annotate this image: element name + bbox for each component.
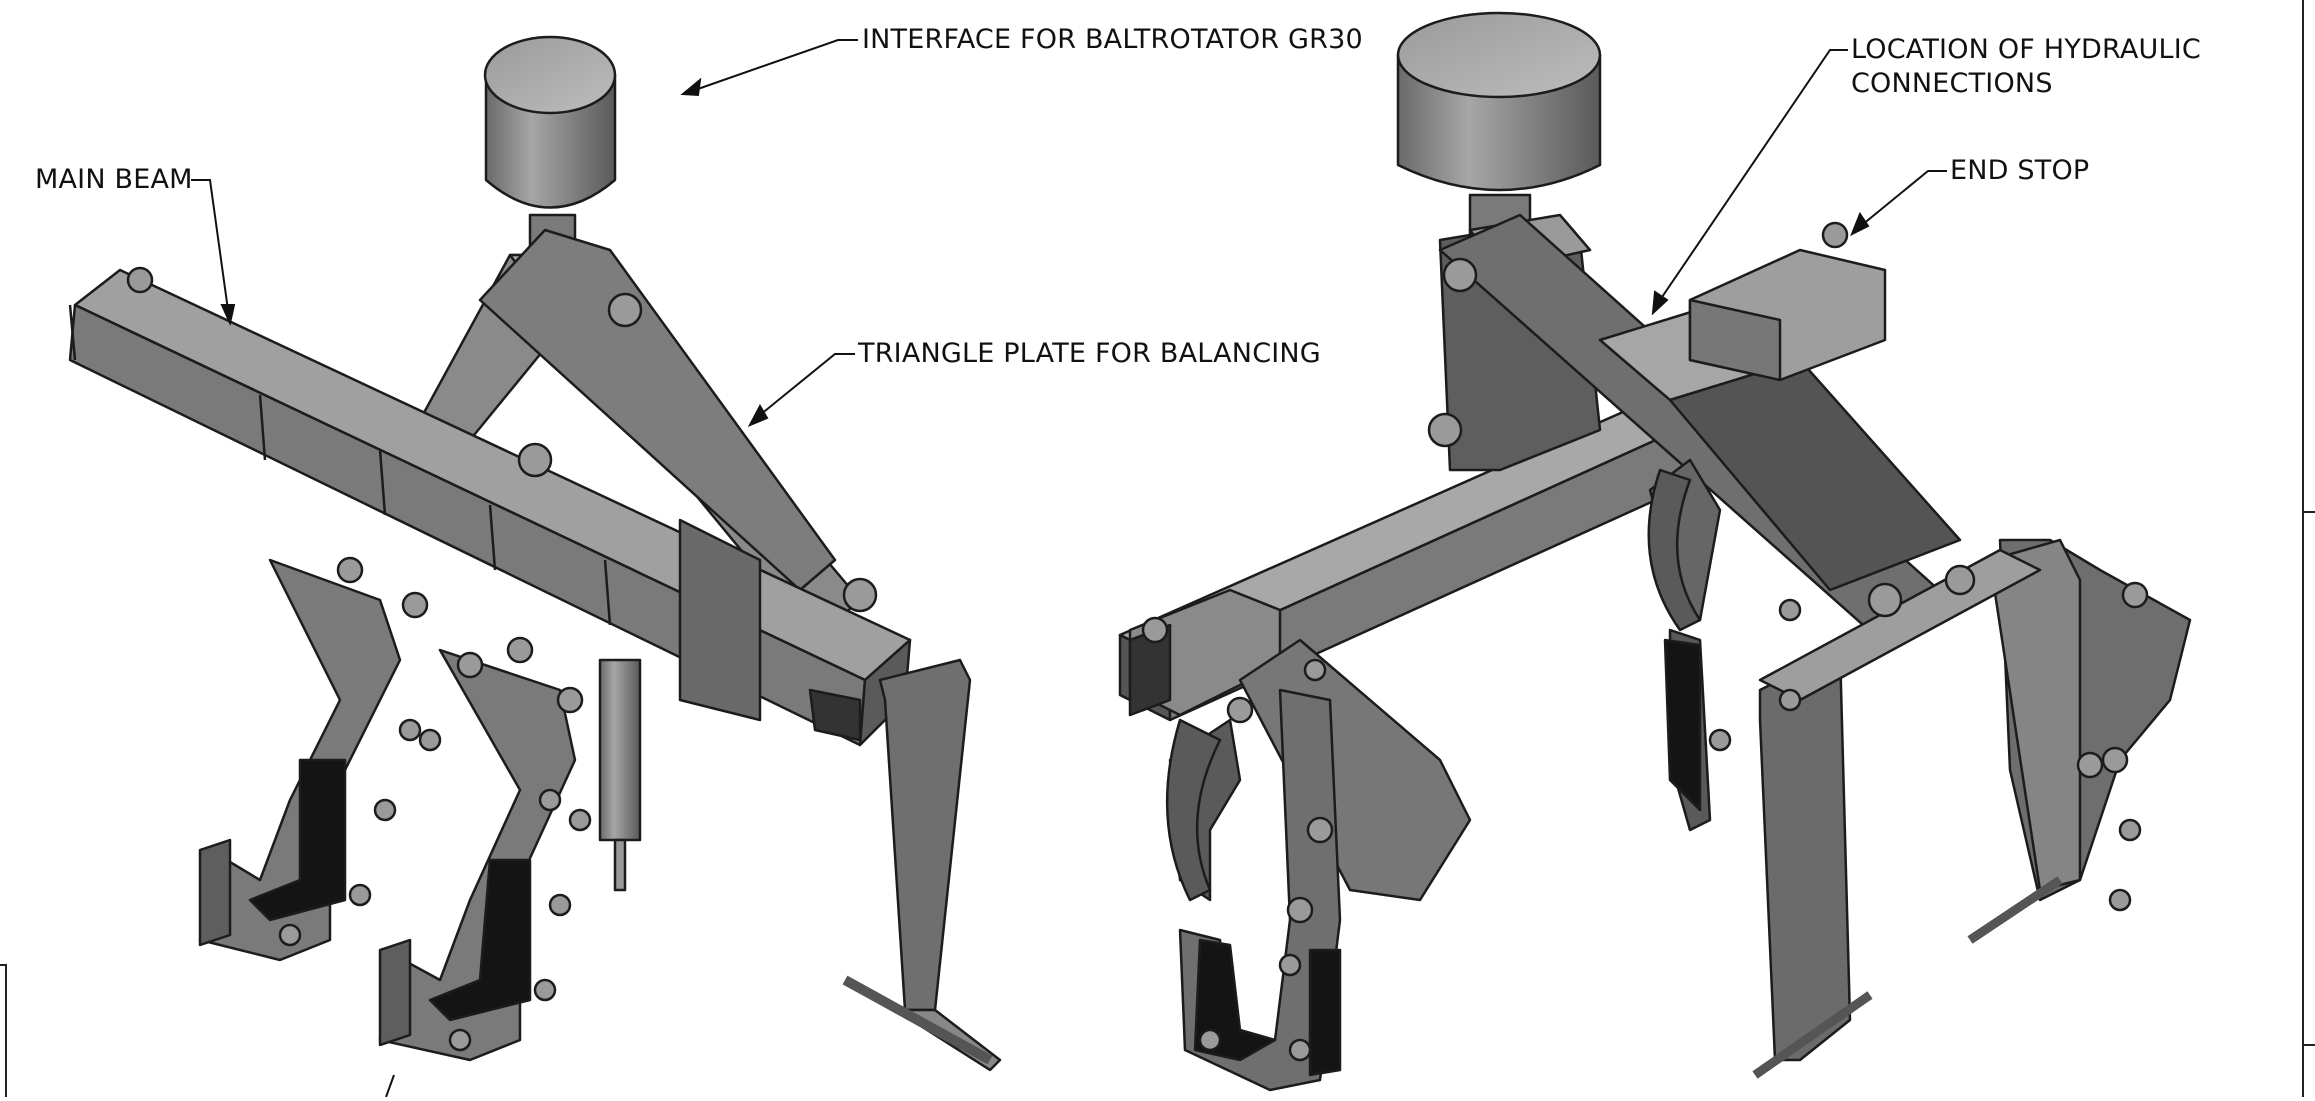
left-clamp-arm-1 [198,558,402,962]
right-view [1118,11,2192,1092]
right-c-hooks [1165,468,1702,902]
callout-hydraulic-line2: CONNECTIONS [1851,68,2053,99]
leader-lines [191,39,1947,1098]
left-view [68,35,1002,1072]
left-triangle-plate [418,228,862,642]
right-main-beam [1118,398,1702,722]
callout-triangle-plate: TRIANGLE PLATE FOR BALANCING [858,338,1321,369]
leader-interface [680,39,858,97]
leader-main-beam [191,179,236,327]
right-clamp-arm-1 [1168,638,1472,1092]
left-clamp-arm-2 [378,648,577,1062]
callout-interface: INTERFACE FOR BALTROTATOR GR30 [862,24,1363,55]
leader-triangle-plate [747,353,855,427]
right-threaded-rods [1752,876,2063,1079]
callout-end-stop: END STOP [1950,155,2090,186]
left-bolts [126,266,878,1052]
right-end-stop-block [1688,248,1887,382]
left-hydraulic-cylinder [598,518,762,892]
left-rotator-interface [483,35,617,267]
leader-bottom-partial [385,1074,395,1098]
right-rotator-interface [1396,11,1602,267]
left-end-leg [842,658,1002,1072]
callout-main-beam: MAIN BEAM [35,164,193,195]
leader-hydraulic [1651,49,1848,316]
right-clamp-arm-2 [1648,458,2192,1062]
leader-end-stop [1850,170,1947,237]
right-bolts [1141,221,2149,1062]
callout-hydraulic-line1: LOCATION OF HYDRAULIC [1851,34,2201,65]
